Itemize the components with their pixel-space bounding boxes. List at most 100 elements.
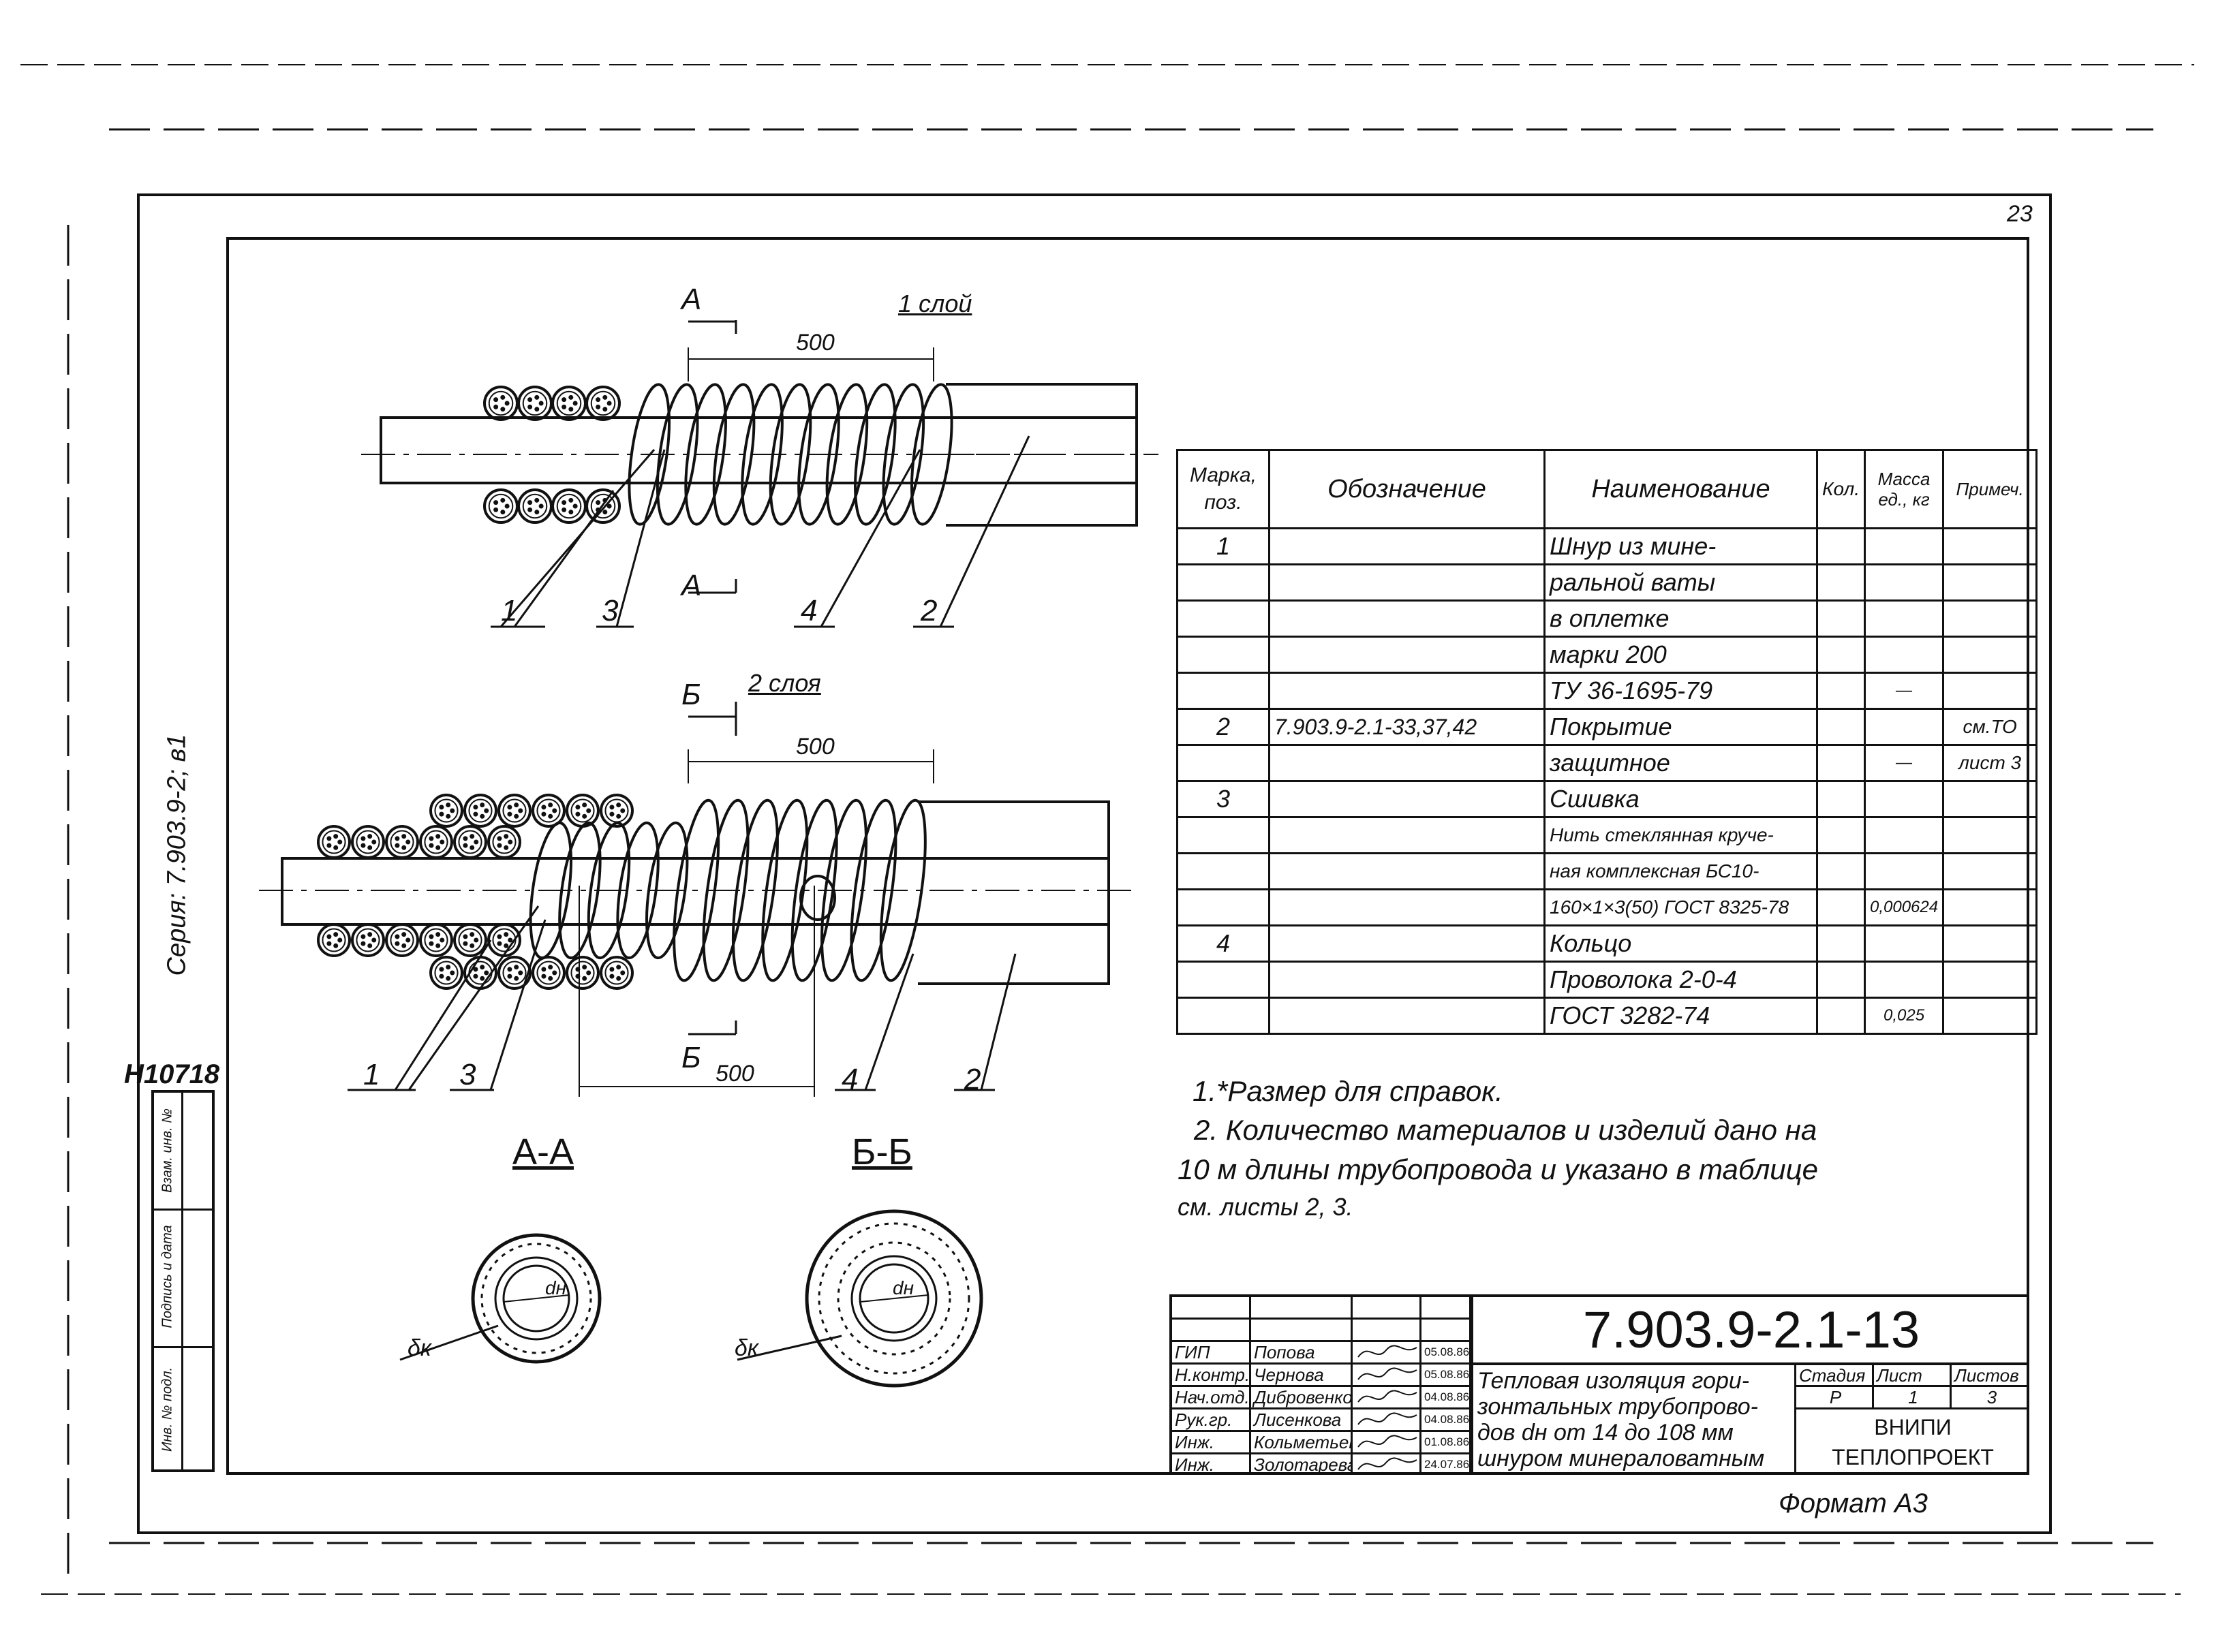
spec-cell-name: Нить стеклянная круче- — [1543, 816, 1818, 854]
mineral-wool-cord — [517, 488, 553, 524]
signature-role: Инж. — [1172, 1454, 1251, 1475]
view1-section-mark-bottom: А — [681, 569, 702, 602]
spec-cell-position — [1176, 636, 1270, 674]
mineral-wool-cord — [483, 386, 519, 421]
spec-cell-note — [1942, 816, 2038, 854]
mineral-wool-cord — [600, 956, 634, 990]
signature-empty-cell — [1251, 1297, 1353, 1320]
spec-cell-note: см.ТО — [1942, 708, 2038, 746]
organization-line-2: ТЕПЛОПРОЕКТ — [1832, 1445, 1994, 1469]
signature-mark — [1353, 1409, 1421, 1432]
leader-line — [980, 953, 1017, 1091]
spec-row: 3 Сшивка — [1176, 780, 2038, 818]
dimension-line-500-bottom — [579, 886, 815, 1097]
spec-cell-name: Сшивка — [1543, 780, 1818, 818]
header-designation: Обозначение — [1268, 449, 1546, 529]
spec-cell-designation — [1268, 924, 1546, 963]
spec-cell-quantity — [1816, 888, 1866, 926]
outer-frame — [137, 193, 2052, 1534]
wire-ring — [799, 875, 836, 921]
mineral-wool-cord — [429, 956, 463, 990]
spec-cell-quantity — [1816, 924, 1866, 963]
spec-cell-note — [1942, 599, 2038, 638]
mineral-wool-cord — [463, 794, 497, 828]
document-number: 7.903.9-2.1-13 — [1582, 1300, 1920, 1359]
mineral-wool-cord — [497, 794, 532, 828]
mineral-wool-cord — [351, 825, 385, 859]
side-stamp: Взам. инв. № Подпись и дата Инв. № подл. — [151, 1090, 215, 1472]
view2-callout-2: 2 — [964, 1063, 981, 1096]
spec-cell-name: марки 200 — [1543, 636, 1818, 674]
leader-line — [513, 490, 615, 627]
spec-cell-designation — [1268, 852, 1546, 890]
organization: ВНИПИ ТЕПЛОПРОЕКТ — [1796, 1409, 2029, 1478]
spec-cell-designation — [1268, 816, 1546, 854]
spec-cell-name: защитное — [1543, 744, 1818, 782]
leader-line — [489, 919, 547, 1091]
spec-cell-note — [1942, 780, 2038, 818]
spec-cell-position: 2 — [1176, 708, 1270, 746]
spec-header-row: Марка, поз. Обозначение Наименование Кол… — [1176, 449, 2038, 529]
spec-cell-position — [1176, 744, 1270, 782]
leader-line — [408, 905, 540, 1091]
spec-cell-designation: 7.903.9-2.1-33,37,42 — [1268, 708, 1546, 746]
spec-row: защитное—лист 3 — [1176, 744, 2038, 782]
view2-dimension-top: 500 — [796, 734, 835, 760]
spec-row: марки 200 — [1176, 636, 2038, 674]
title-line-4: шнуром минераловатным — [1477, 1446, 1765, 1471]
signature-date: 04.08.86 — [1421, 1387, 1471, 1409]
spec-cell-position: 3 — [1176, 780, 1270, 818]
spec-cell-designation — [1268, 997, 1546, 1035]
signature-empty-cell — [1353, 1297, 1421, 1320]
title-line-3: дов dн от 14 до 108 мм — [1477, 1420, 1734, 1446]
spec-cell-mass — [1863, 961, 1945, 999]
signature-role: Инж. — [1172, 1432, 1251, 1454]
spec-cell-designation — [1268, 744, 1546, 782]
spec-cell-quantity — [1816, 636, 1866, 674]
signature-empty-cell — [1421, 1297, 1471, 1320]
spec-cell-name: ральной ваты — [1543, 563, 1818, 602]
view2-section-mark-bottom: Б — [681, 1041, 701, 1074]
sections — [399, 1209, 983, 1388]
inventory-number: Н10718 — [124, 1059, 220, 1089]
view1-callout-3: 3 — [602, 594, 619, 627]
mineral-wool-cord — [419, 825, 453, 859]
view-1-single-layer — [361, 320, 1158, 628]
view1-section-mark-top: А — [681, 283, 702, 316]
spec-cell-mass — [1863, 708, 1945, 746]
mineral-wool-cord — [453, 825, 487, 859]
spec-cell-designation — [1268, 780, 1546, 818]
signature-name: Кольметьева — [1251, 1432, 1353, 1454]
signature-empty-cell — [1421, 1320, 1471, 1342]
mineral-wool-cord — [351, 923, 385, 957]
signature-role: Рук.гр. — [1172, 1409, 1251, 1432]
spec-cell-mass: 0,025 — [1863, 997, 1945, 1035]
spec-cell-mass — [1863, 636, 1945, 674]
mineral-wool-cord — [551, 386, 587, 421]
stage-value: Р — [1796, 1387, 1874, 1409]
view2-callout-1: 1 — [363, 1058, 380, 1091]
outer-layer-cord-winding — [673, 798, 927, 982]
sheets-total-value: 3 — [1952, 1387, 2029, 1409]
signature-mark — [1353, 1432, 1421, 1454]
signature-name: Золотарева — [1251, 1454, 1353, 1475]
spec-cell-quantity — [1816, 997, 1866, 1035]
specification-table: Марка, поз. Обозначение Наименование Кол… — [1176, 449, 2038, 1035]
mineral-wool-cord — [532, 956, 566, 990]
spec-cell-mass — [1863, 852, 1945, 890]
organization-line-1: ВНИПИ — [1874, 1415, 1952, 1439]
spec-cell-designation — [1268, 527, 1546, 565]
spec-cell-name: Покрытие — [1543, 708, 1818, 746]
single-layer-cord-winding — [628, 383, 953, 526]
spec-cell-position — [1176, 563, 1270, 602]
signature-date: 24.07.86 — [1421, 1454, 1471, 1475]
spec-cell-note — [1942, 852, 2038, 890]
spec-cell-mass — [1863, 924, 1945, 963]
mineral-wool-cord — [385, 923, 419, 957]
spec-cell-quantity — [1816, 527, 1866, 565]
view2-callout-4: 4 — [842, 1063, 859, 1096]
mineral-wool-cord — [566, 794, 600, 828]
mineral-wool-cord — [532, 794, 566, 828]
signature-name: Дибровенко — [1251, 1387, 1353, 1409]
